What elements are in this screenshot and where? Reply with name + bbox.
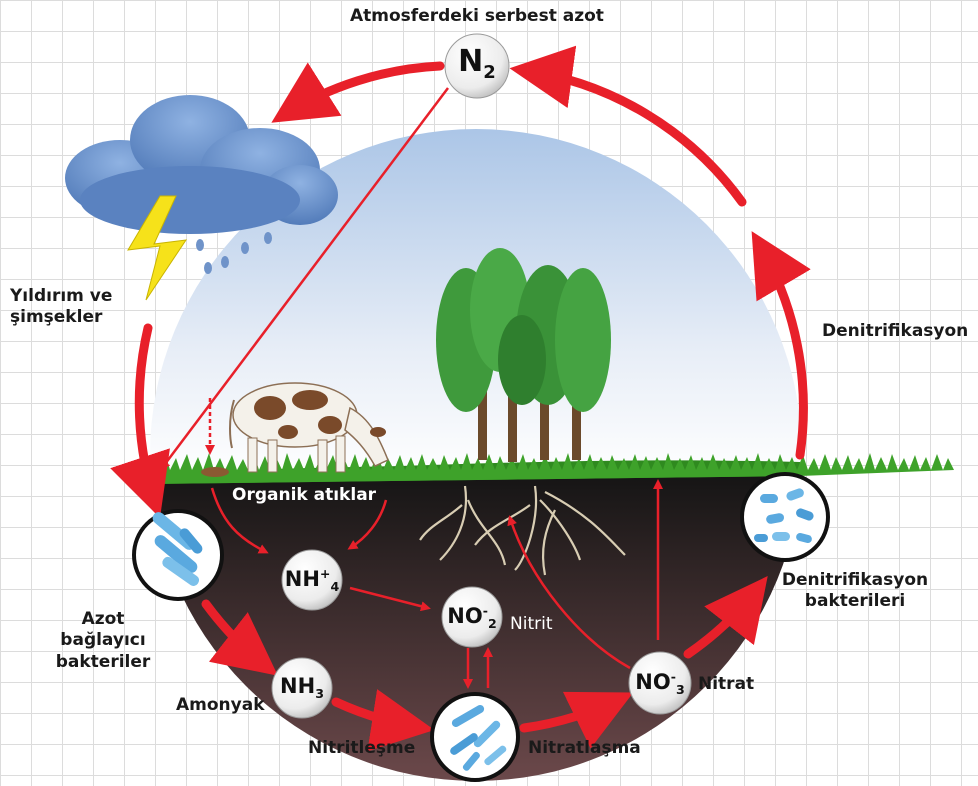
n2-subscript: 2 [483, 62, 496, 83]
nitrifying-bacteria-icon [430, 692, 520, 782]
cow [201, 382, 389, 477]
denitrifying-bacteria-icon [740, 472, 830, 562]
nitrification-nitrate-label: Nitratlaşma [528, 738, 641, 758]
nitrification-nitrite-label: Nitritleşme [308, 738, 416, 758]
cloud [65, 95, 338, 274]
ammonia-label: Amonyak [176, 695, 265, 715]
nitrite-label: Nitrit [510, 614, 553, 634]
no3-formula: NO-3 [630, 669, 690, 697]
nitrogen-fixing-bacteria-icon [132, 509, 224, 601]
nh4-base: NH [284, 567, 320, 591]
lightning-bolt-icon [127, 195, 188, 301]
tree-roots [419, 485, 626, 576]
organic-waste-label: Organik atıklar [232, 485, 377, 505]
nh4-superscript: + [319, 566, 331, 581]
n2-base: N [458, 44, 484, 79]
nh3-base: NH [280, 674, 316, 698]
no2-subscript: 2 [487, 616, 497, 632]
molecule-balls [271, 33, 692, 719]
no3-base: NO [635, 670, 671, 694]
no2-superscript: - [482, 603, 488, 618]
nh4-formula: NH+4 [282, 566, 342, 594]
trees [436, 248, 611, 462]
atmosphere-label: Atmosferdeki serbest azot [350, 6, 604, 26]
nitrogen-fixing-bacteria-label: Azot bağlayıcı bakteriler [55, 609, 151, 672]
nh3-formula: NH3 [272, 674, 332, 701]
cycle-arrows [110, 45, 811, 752]
no2-base: NO [447, 604, 483, 628]
lightning-label: Yıldırım ve şimşekler [10, 286, 113, 328]
no2-formula: NO-2 [442, 603, 502, 631]
denitrifying-bacteria-label: Denitrifikasyon bakterileri [781, 570, 929, 612]
no3-subscript: 3 [675, 682, 685, 698]
n2-formula: N2 [447, 44, 507, 83]
grass [150, 452, 954, 484]
nitrate-label: Nitrat [698, 674, 755, 694]
no3-superscript: - [670, 669, 676, 684]
denitrification-label: Denitrifikasyon [822, 321, 969, 341]
nh3-subscript: 3 [315, 686, 324, 702]
process-arrows [160, 87, 663, 689]
nh4-subscript: 4 [330, 579, 340, 595]
